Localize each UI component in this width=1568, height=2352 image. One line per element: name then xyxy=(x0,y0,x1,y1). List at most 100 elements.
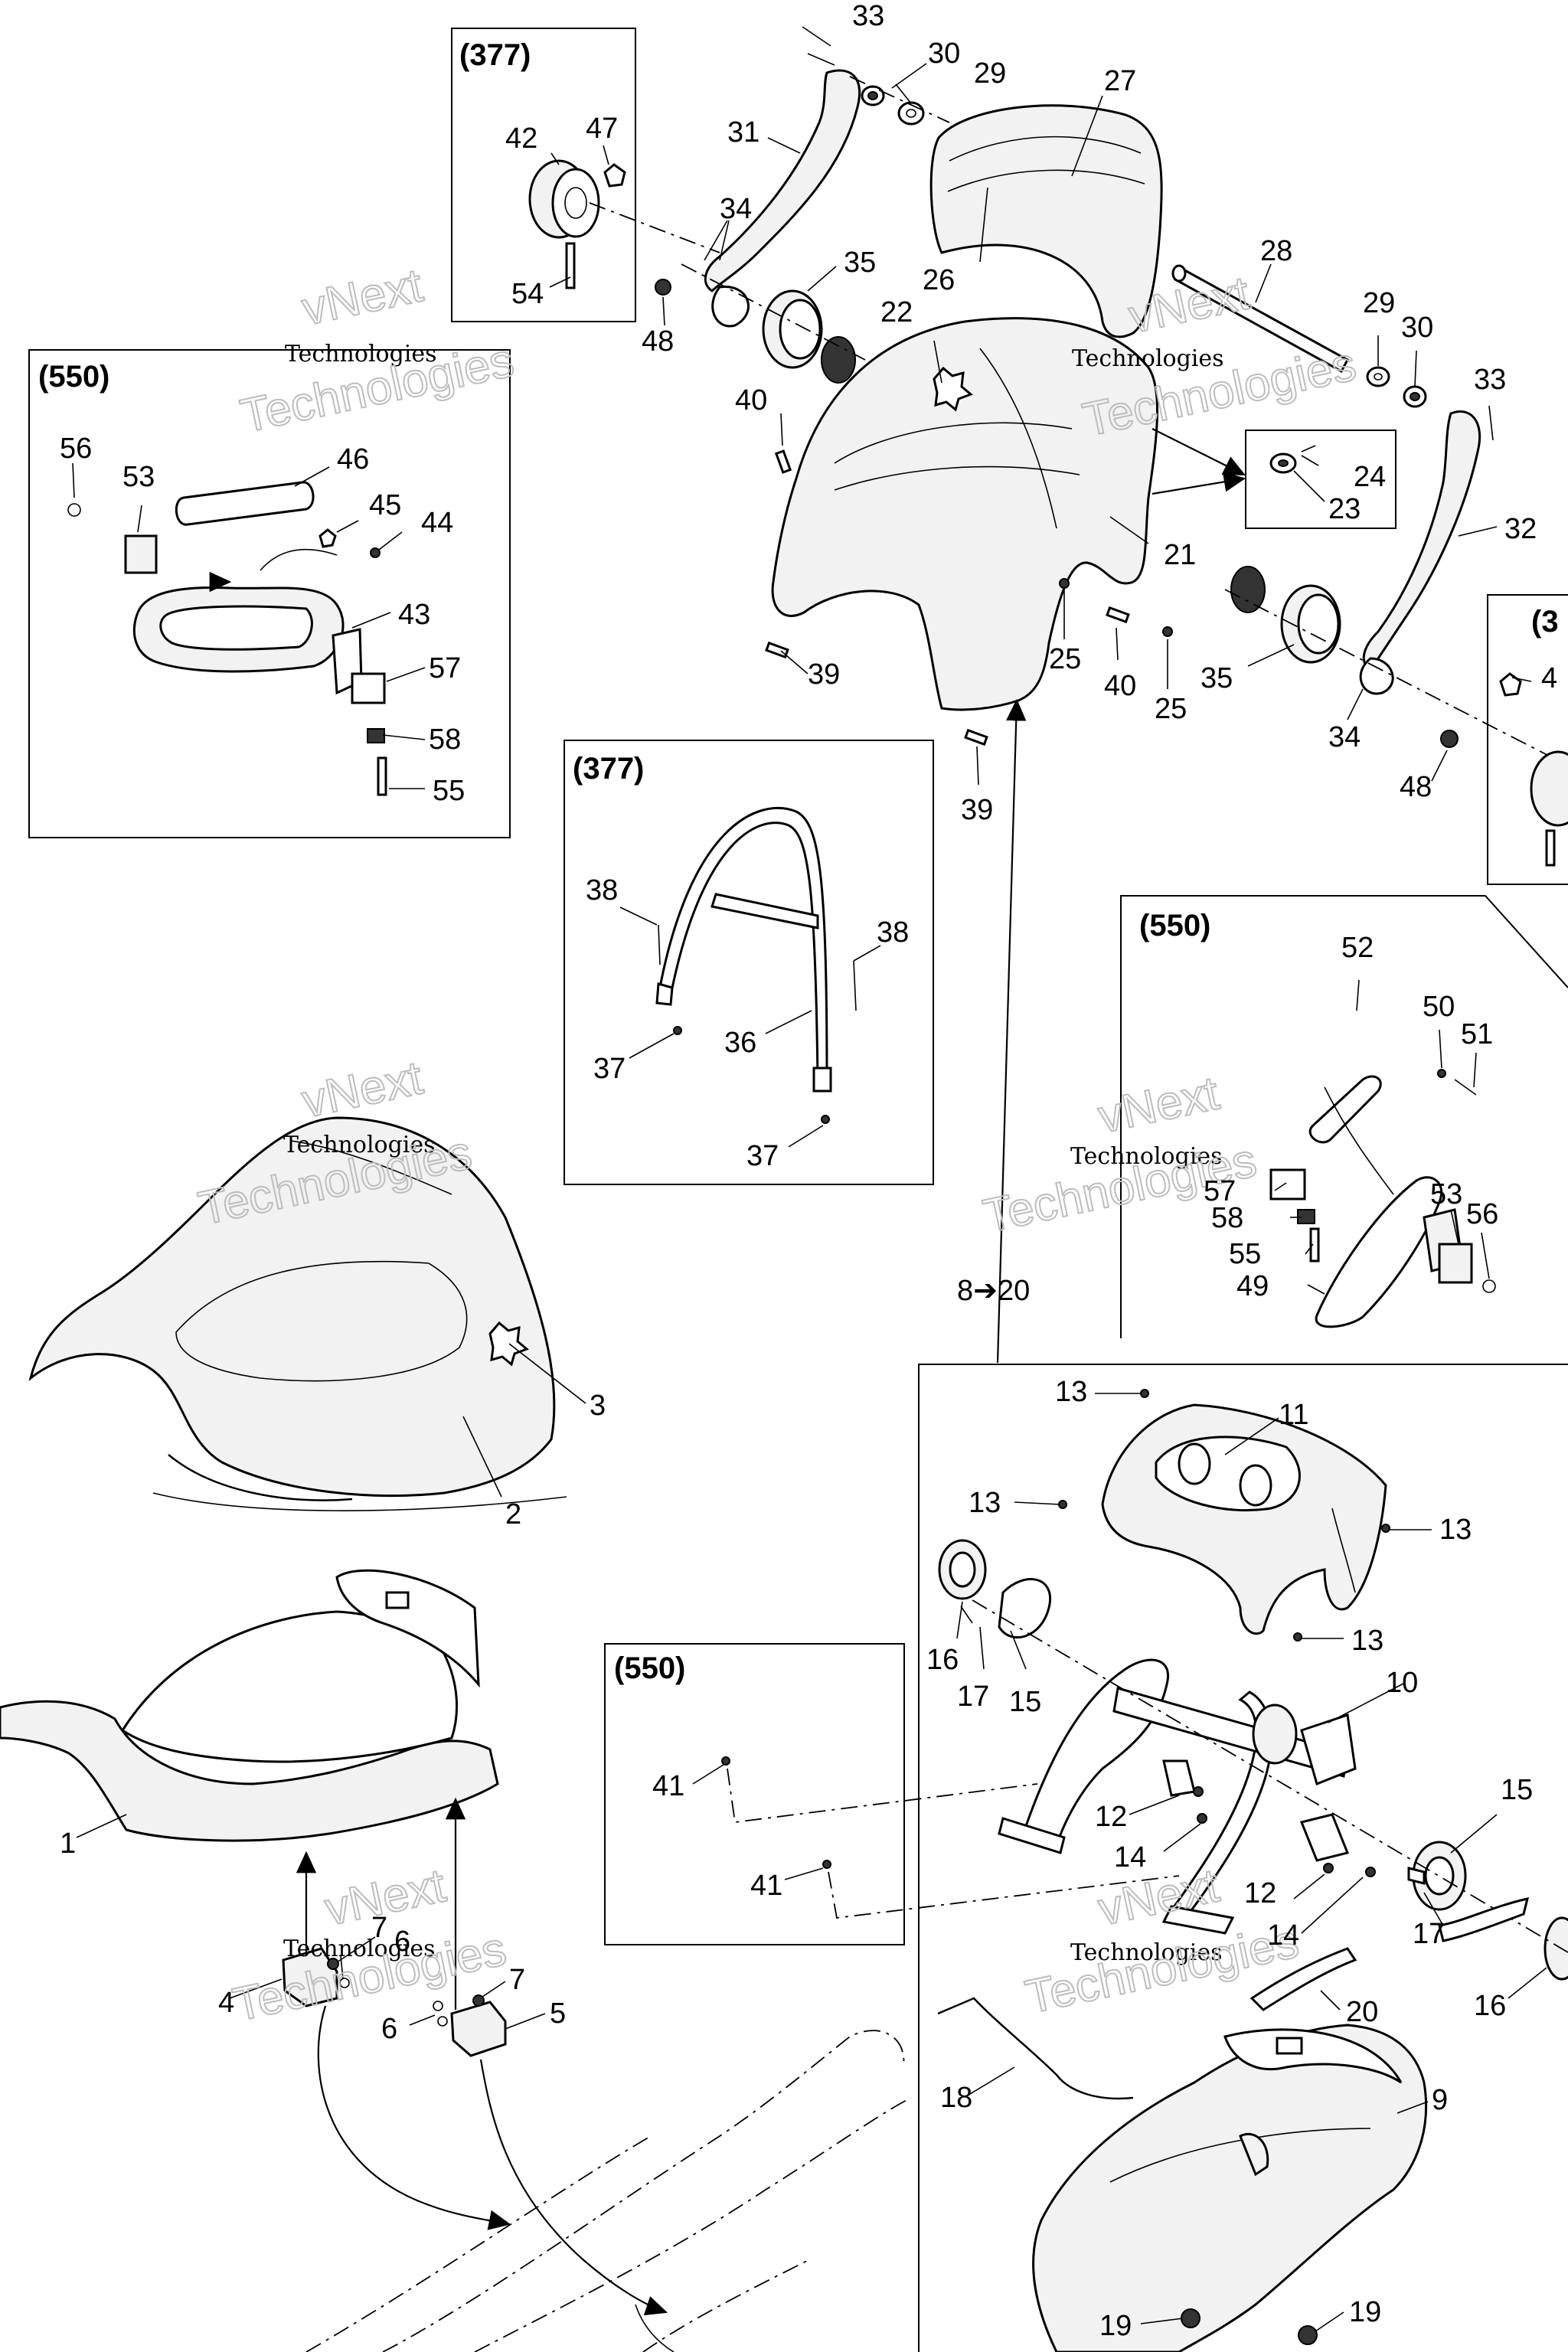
chassis-outline xyxy=(305,2030,912,2352)
svg-text:Technologies: Technologies xyxy=(285,341,437,368)
callout: 29 xyxy=(1363,287,1395,319)
callout: 56 xyxy=(1466,1198,1498,1230)
callout: 19 xyxy=(1349,2296,1381,2328)
box-label: (550) xyxy=(38,360,109,394)
callout: 38 xyxy=(877,916,909,949)
callout: 40 xyxy=(1104,670,1136,702)
callout: 43 xyxy=(398,599,430,631)
callout: 48 xyxy=(642,325,674,358)
callout: 26 xyxy=(923,264,955,296)
callout: 20 xyxy=(1346,1996,1378,2028)
callout: 30 xyxy=(1401,312,1433,344)
fastener-23-24 xyxy=(1269,445,1316,474)
heated-handle-550 xyxy=(67,481,387,796)
callout: 13 xyxy=(1351,1625,1383,1657)
callout: 55 xyxy=(1229,1238,1261,1270)
option-box-377-backrest xyxy=(564,740,934,1185)
callout: 45 xyxy=(369,489,401,521)
option-box-550-right xyxy=(1120,895,1568,1338)
callout: 53 xyxy=(122,461,155,493)
knob-cut-right xyxy=(1499,672,1568,867)
svg-text:Technologies: Technologies xyxy=(1072,345,1224,372)
backrest-frame-36 xyxy=(655,806,857,1124)
callout: 21 xyxy=(1164,539,1196,571)
callout: 12 xyxy=(1244,1877,1276,1909)
callout: 4 xyxy=(218,1987,234,2019)
callout: 17 xyxy=(957,1681,989,1713)
small-fasteners-12-14 xyxy=(1058,1389,1530,1942)
callout: 53 xyxy=(1430,1178,1462,1210)
svg-text:vNext: vNext xyxy=(298,259,427,335)
callout: 10 xyxy=(1386,1667,1418,1699)
connector-arrow xyxy=(996,698,1027,1364)
callout: 51 xyxy=(1461,1018,1493,1050)
box-label: (377) xyxy=(573,752,644,786)
link-41 xyxy=(721,1756,1180,1919)
callout: 35 xyxy=(844,247,876,279)
callout: 32 xyxy=(1504,513,1537,545)
callout: 56 xyxy=(60,433,92,465)
callout: 47 xyxy=(586,113,618,145)
callout: 6 xyxy=(394,1926,410,1958)
box-label: (3 xyxy=(1531,605,1559,639)
backrest-pad xyxy=(929,104,1163,338)
callout: 24 xyxy=(1354,461,1386,493)
option-box-377-top xyxy=(451,28,636,322)
callout: 39 xyxy=(808,658,840,691)
callout: 16 xyxy=(1474,1990,1506,2022)
callout: 14 xyxy=(1114,1841,1146,1873)
lift-mechanism-10 xyxy=(998,1658,1357,1935)
callout: 14 xyxy=(1267,1919,1299,1952)
heated-handle-550-right xyxy=(1269,1069,1496,1328)
cap-48 xyxy=(655,279,671,296)
callout: 34 xyxy=(720,193,752,225)
callout: 42 xyxy=(505,122,537,155)
callout: 35 xyxy=(1200,662,1233,694)
strap-20 xyxy=(1250,1947,1357,2011)
callout: 19 xyxy=(1099,2310,1132,2342)
connector-arrow xyxy=(479,2059,668,2316)
callout: 16 xyxy=(926,1644,959,1676)
svg-text:vNext: vNext xyxy=(1094,1067,1223,1143)
box-label: (377) xyxy=(459,38,531,72)
callout: 30 xyxy=(928,38,960,70)
callout-labels: 33 30 29 27 31 34 35 26 42 47 54 48 22 2… xyxy=(60,0,1557,2342)
callout: 44 xyxy=(421,507,453,539)
callout: 17 xyxy=(1413,1918,1445,1950)
callout: 7 xyxy=(371,1912,387,1944)
callout: 18 xyxy=(940,2082,972,2114)
option-box-550-bottom xyxy=(604,1643,905,1945)
knob-assembly-377 xyxy=(528,159,720,289)
seat-base-9 xyxy=(1032,2024,1428,2352)
svg-text:Technologies: Technologies xyxy=(1070,1939,1223,1966)
callout: 13 xyxy=(969,1487,1001,1519)
svg-text:vNext: vNext xyxy=(298,1051,427,1128)
watermark: vNext Technologies Technologies xyxy=(236,258,519,443)
seat-2 xyxy=(28,1116,567,1511)
callout: 12 xyxy=(1095,1801,1127,1833)
watermark: vNext Technologies Technologies xyxy=(228,1858,511,2032)
svg-text:Technologies: Technologies xyxy=(1070,1143,1223,1170)
callout: 25 xyxy=(1155,693,1187,725)
callout: 34 xyxy=(1328,721,1361,753)
option-box-550-left xyxy=(28,349,511,838)
callout: 58 xyxy=(1211,1202,1243,1234)
callout: 54 xyxy=(511,278,544,310)
callout: 25 xyxy=(1049,643,1081,675)
cover-frame-11 xyxy=(1101,1403,1387,1635)
option-box-base-frame xyxy=(918,1364,1568,2352)
callout: 29 xyxy=(974,57,1006,90)
callout: 37 xyxy=(593,1053,626,1085)
callout: 1 xyxy=(60,1828,76,1860)
callout: 50 xyxy=(1423,991,1455,1023)
backrest-arm-left xyxy=(704,69,861,328)
callout: 3 xyxy=(590,1390,606,1422)
callout: 4 xyxy=(1541,662,1557,694)
callout: 15 xyxy=(1009,1686,1041,1718)
callout: 38 xyxy=(586,874,618,906)
box-label: (550) xyxy=(614,1651,685,1685)
callout: 11 xyxy=(1279,1399,1308,1431)
callout: 22 xyxy=(880,296,913,328)
pivot-hub-35 xyxy=(762,289,856,384)
